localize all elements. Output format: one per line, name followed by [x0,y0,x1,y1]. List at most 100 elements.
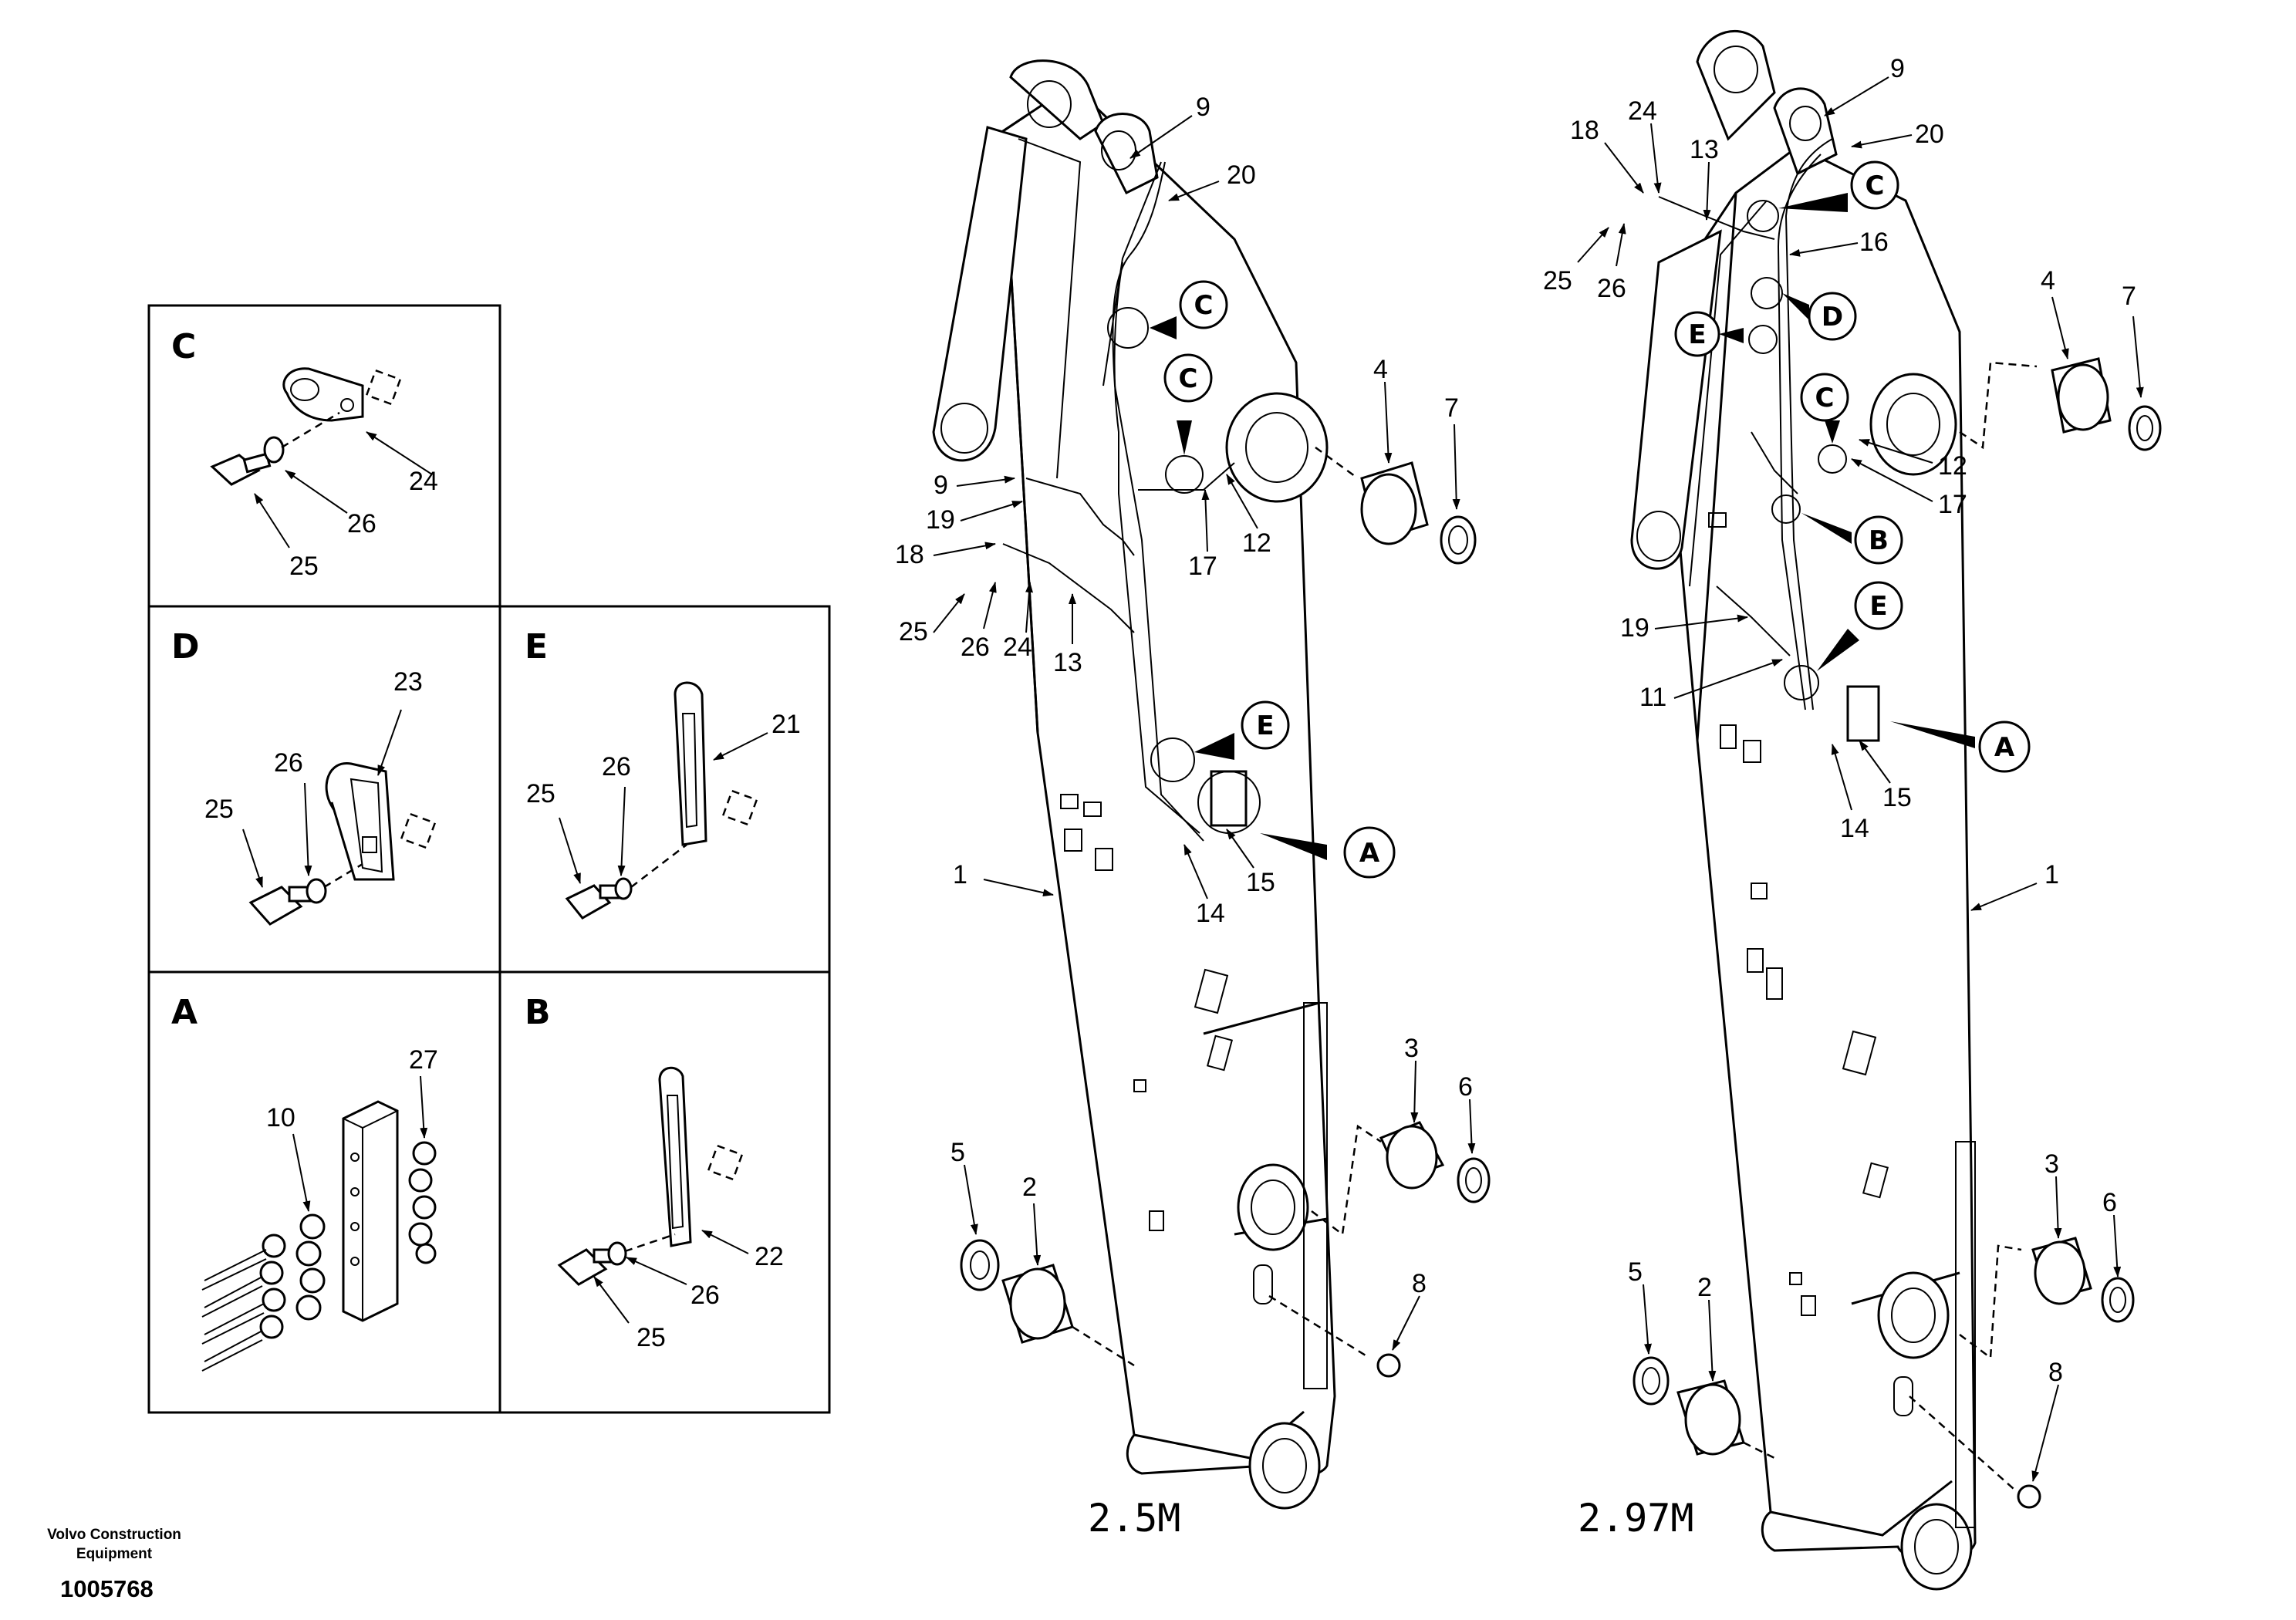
boom-2-5m: C C E A [895,59,1491,1541]
callout-b-25: 25 [636,1323,666,1352]
bushing-part-2-right [1676,1379,1775,1460]
clamp-part-24 [282,367,402,422]
callout-c-24: 24 [409,467,438,496]
nipple-part-8-right [1909,1396,2041,1509]
strap-part-21 [674,681,758,846]
callout-left-8: 8 [1412,1269,1427,1298]
callout-left-12: 12 [1242,528,1271,558]
bushing-part-3-left [1311,1121,1445,1237]
seal-part-7-left [1440,515,1477,565]
panel-c-label: C [171,327,196,366]
seal-part-6-left [1457,1157,1491,1203]
callout-right-9: 9 [1890,54,1905,83]
r-marker-e-label-1: E [1688,319,1706,350]
callout-right-3: 3 [2044,1149,2059,1179]
r-marker-c-label-2: C [1815,383,1835,413]
callout-right-14: 14 [1840,814,1869,843]
washer-part-26-b [607,1241,627,1266]
callout-left-3: 3 [1404,1034,1419,1063]
r-marker-c-top: C [1747,160,1899,232]
r-marker-a-label: A [1994,732,2015,763]
callout-e-26: 26 [602,752,631,781]
panel-b: B 22 26 25 [525,993,784,1352]
callout-a-27: 27 [409,1045,438,1075]
marker-e-label: E [1256,710,1274,741]
callout-e-21: 21 [772,710,801,739]
callout-c-26: 26 [347,509,376,538]
callout-d-23: 23 [393,667,423,697]
r-marker-a: A [1890,721,2031,773]
callout-right-8: 8 [2048,1358,2063,1387]
callout-right-18: 18 [1570,116,1599,145]
seal-part-7-right [2128,405,2162,451]
variant-label-2-97m: 2.97M [1578,1496,1694,1541]
brand-line-1: Volvo Construction [47,1527,181,1543]
callout-e-25: 25 [526,779,555,808]
junction-block [342,1100,399,1322]
marker-a-label: A [1359,838,1380,869]
seal-part-5-left [960,1239,1000,1291]
hose-fittings-part-10 [201,1213,326,1372]
callout-b-22: 22 [755,1242,784,1271]
callout-right-12: 12 [1938,451,1967,481]
r-marker-c-label-1: C [1866,170,1885,201]
bolt-part-25-e [565,884,620,920]
callout-left-2: 2 [1022,1173,1037,1202]
callout-left-26: 26 [961,633,990,662]
callout-left-4: 4 [1373,355,1388,384]
bushing-part-4-left [1315,446,1429,545]
r-marker-d-label: D [1822,302,1843,332]
callout-left-9-mid: 9 [934,471,948,500]
callout-left-18: 18 [895,540,924,569]
callout-right-4: 4 [2041,266,2055,295]
panel-e: E 21 26 25 [525,627,801,920]
callout-left-6: 6 [1458,1072,1473,1102]
marker-c-label-2: C [1179,363,1198,394]
callout-right-7: 7 [2122,282,2136,311]
callout-left-5: 5 [950,1138,965,1167]
callout-right-17: 17 [1938,490,1967,519]
callout-left-20: 20 [1227,160,1256,190]
r-marker-b-label: B [1869,525,1889,556]
callout-left-19: 19 [926,505,955,535]
detail-marker-c-upper: C [1107,280,1228,349]
washer-part-26 [263,436,285,464]
strap-part-22 [658,1066,744,1247]
callout-left-7: 7 [1444,393,1459,423]
callout-right-11: 11 [1639,683,1666,712]
drawing-number: 1005768 [60,1575,154,1602]
callout-right-26: 26 [1597,274,1626,303]
footer: Volvo Construction Equipment 1005768 [47,1527,181,1602]
panel-c: C 24 26 25 [171,327,438,581]
marker-c-label-1: C [1194,290,1214,321]
block-right [1846,685,1880,742]
callout-right-16: 16 [1859,228,1889,257]
callout-b-26: 26 [690,1281,720,1310]
callout-right-1: 1 [2044,860,2059,889]
callout-right-24: 24 [1628,96,1657,126]
r-marker-c-mid: C [1800,373,1849,474]
boom-2-97m: C D E C B E [1543,29,2162,1591]
bushing-part-2-left [1001,1264,1135,1367]
callout-d-26: 26 [274,748,303,778]
panel-e-label: E [525,627,548,667]
block-left [1210,770,1248,827]
callout-right-19: 19 [1620,613,1649,643]
callout-c-25: 25 [289,552,319,581]
detail-marker-e: E [1150,700,1290,782]
callout-left-9-top: 9 [1196,93,1210,122]
panel-a-label: A [171,993,198,1032]
r-marker-e-label-2: E [1869,591,1887,622]
bushing-part-4-right [1959,357,2112,450]
r-marker-e-mid: E [1784,581,1903,700]
callout-right-5: 5 [1628,1257,1643,1287]
panel-b-label: B [525,993,551,1032]
bolt-part-25-b [557,1248,616,1286]
nipple-part-8-left [1268,1294,1401,1378]
callout-left-15: 15 [1246,868,1275,897]
callout-a-10: 10 [266,1103,295,1132]
bolt-part-25 [210,452,272,486]
callout-right-20: 20 [1915,120,1944,149]
fittings-part-27 [408,1141,437,1264]
